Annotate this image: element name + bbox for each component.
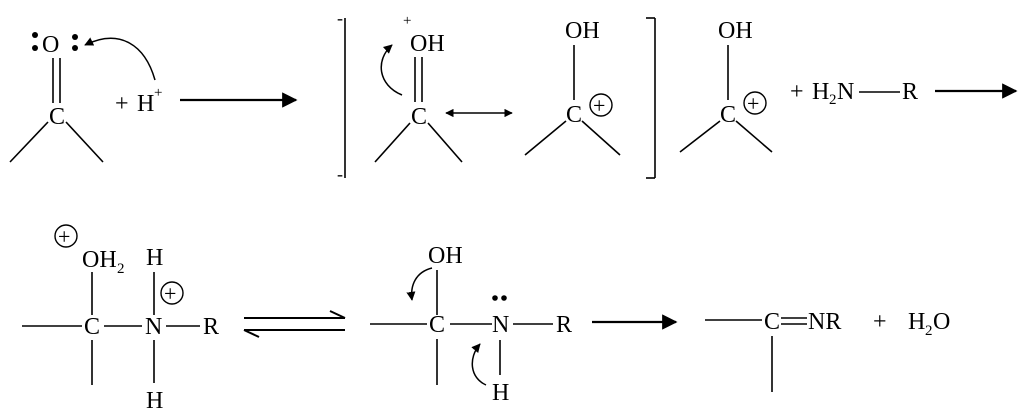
lone-pair-dot bbox=[72, 34, 78, 40]
ammonium-h: H bbox=[146, 245, 163, 271]
nitrogen: N bbox=[145, 314, 162, 340]
proton: + H + bbox=[115, 85, 162, 117]
proton-symbol: H bbox=[137, 91, 154, 117]
r-group: R bbox=[556, 312, 572, 338]
water-h: H bbox=[908, 309, 925, 335]
ammonium-charge: + bbox=[164, 281, 176, 306]
single-bond bbox=[524, 120, 567, 156]
carbonyl-oxygen: O bbox=[42, 32, 59, 58]
positive-charge-circle bbox=[743, 91, 767, 115]
proton-charge: + bbox=[154, 85, 162, 101]
carbon: C bbox=[84, 314, 100, 340]
tetrahedral-intermediate-1: + OH 2 C H + N R H bbox=[22, 224, 219, 413]
oxonium-charge: + bbox=[58, 224, 70, 249]
positive-charge-circle bbox=[54, 224, 78, 248]
amine-subscript: 2 bbox=[829, 92, 837, 108]
carbon: C bbox=[566, 102, 582, 128]
single-bond bbox=[735, 120, 773, 153]
hydroxyl-group: OH bbox=[410, 31, 445, 57]
lone-pair-dot bbox=[492, 295, 498, 301]
amine-h: H bbox=[812, 79, 829, 105]
r-group: R bbox=[203, 314, 219, 340]
imine-product: C NR + H 2 O bbox=[705, 309, 950, 392]
svg-text:-: - bbox=[337, 8, 343, 28]
single-bond bbox=[679, 120, 721, 153]
oxonium-charge: + bbox=[403, 13, 411, 29]
single-bond bbox=[9, 121, 49, 163]
single-bond bbox=[65, 121, 104, 163]
right-bracket bbox=[646, 17, 656, 179]
curly-arrow bbox=[84, 37, 156, 81]
hydroxyl-group: OH bbox=[718, 18, 753, 44]
equilibrium-arrow bbox=[243, 310, 346, 338]
amine: + H 2 N R bbox=[790, 79, 918, 108]
positive-charge: + bbox=[593, 93, 605, 118]
plus-sign: + bbox=[115, 91, 129, 117]
single-bond bbox=[581, 120, 621, 156]
positive-charge-circle bbox=[160, 281, 184, 305]
nitrogen: N bbox=[492, 312, 509, 338]
single-bond bbox=[427, 122, 463, 163]
amine-h: H bbox=[492, 380, 509, 406]
carbon: C bbox=[411, 104, 427, 130]
positive-charge: + bbox=[747, 91, 759, 116]
plus-sign: + bbox=[873, 309, 887, 335]
carbocation-isolated: OH C + bbox=[679, 18, 773, 153]
amine-r: R bbox=[902, 79, 918, 105]
lone-pair-dot bbox=[32, 32, 38, 38]
curly-arrow bbox=[380, 44, 403, 96]
positive-charge-circle bbox=[589, 93, 613, 117]
lone-pair-dot bbox=[501, 295, 507, 301]
lone-pair-dot bbox=[32, 45, 38, 51]
svg-text:-: - bbox=[337, 164, 343, 184]
curly-arrow bbox=[471, 343, 487, 386]
amine-n: N bbox=[837, 79, 854, 105]
ammonium-h: H bbox=[146, 388, 163, 413]
carbon: C bbox=[764, 309, 780, 335]
imine-group: NR bbox=[808, 309, 841, 335]
lone-pair-dot bbox=[72, 45, 78, 51]
reactant-carbonyl: O C bbox=[9, 32, 156, 163]
left-bracket: - - bbox=[337, 8, 346, 184]
carbocation: OH C + bbox=[524, 18, 621, 156]
carbonyl-carbon: C bbox=[49, 104, 65, 130]
hydroxyl-group: OH bbox=[565, 18, 600, 44]
single-bond bbox=[374, 122, 411, 163]
protonated-carbonyl: + OH C bbox=[374, 13, 463, 163]
water-subscript: 2 bbox=[925, 323, 933, 339]
water-leaving-group: OH bbox=[82, 247, 117, 273]
carbon: C bbox=[429, 312, 445, 338]
tetrahedral-intermediate-2: OH C N R H bbox=[370, 243, 572, 406]
plus-sign: + bbox=[790, 79, 804, 105]
subscript: 2 bbox=[117, 261, 125, 277]
carbon: C bbox=[720, 102, 736, 128]
hydroxyl-group: OH bbox=[428, 243, 463, 269]
water-o: O bbox=[933, 309, 950, 335]
curly-arrow bbox=[406, 267, 433, 301]
